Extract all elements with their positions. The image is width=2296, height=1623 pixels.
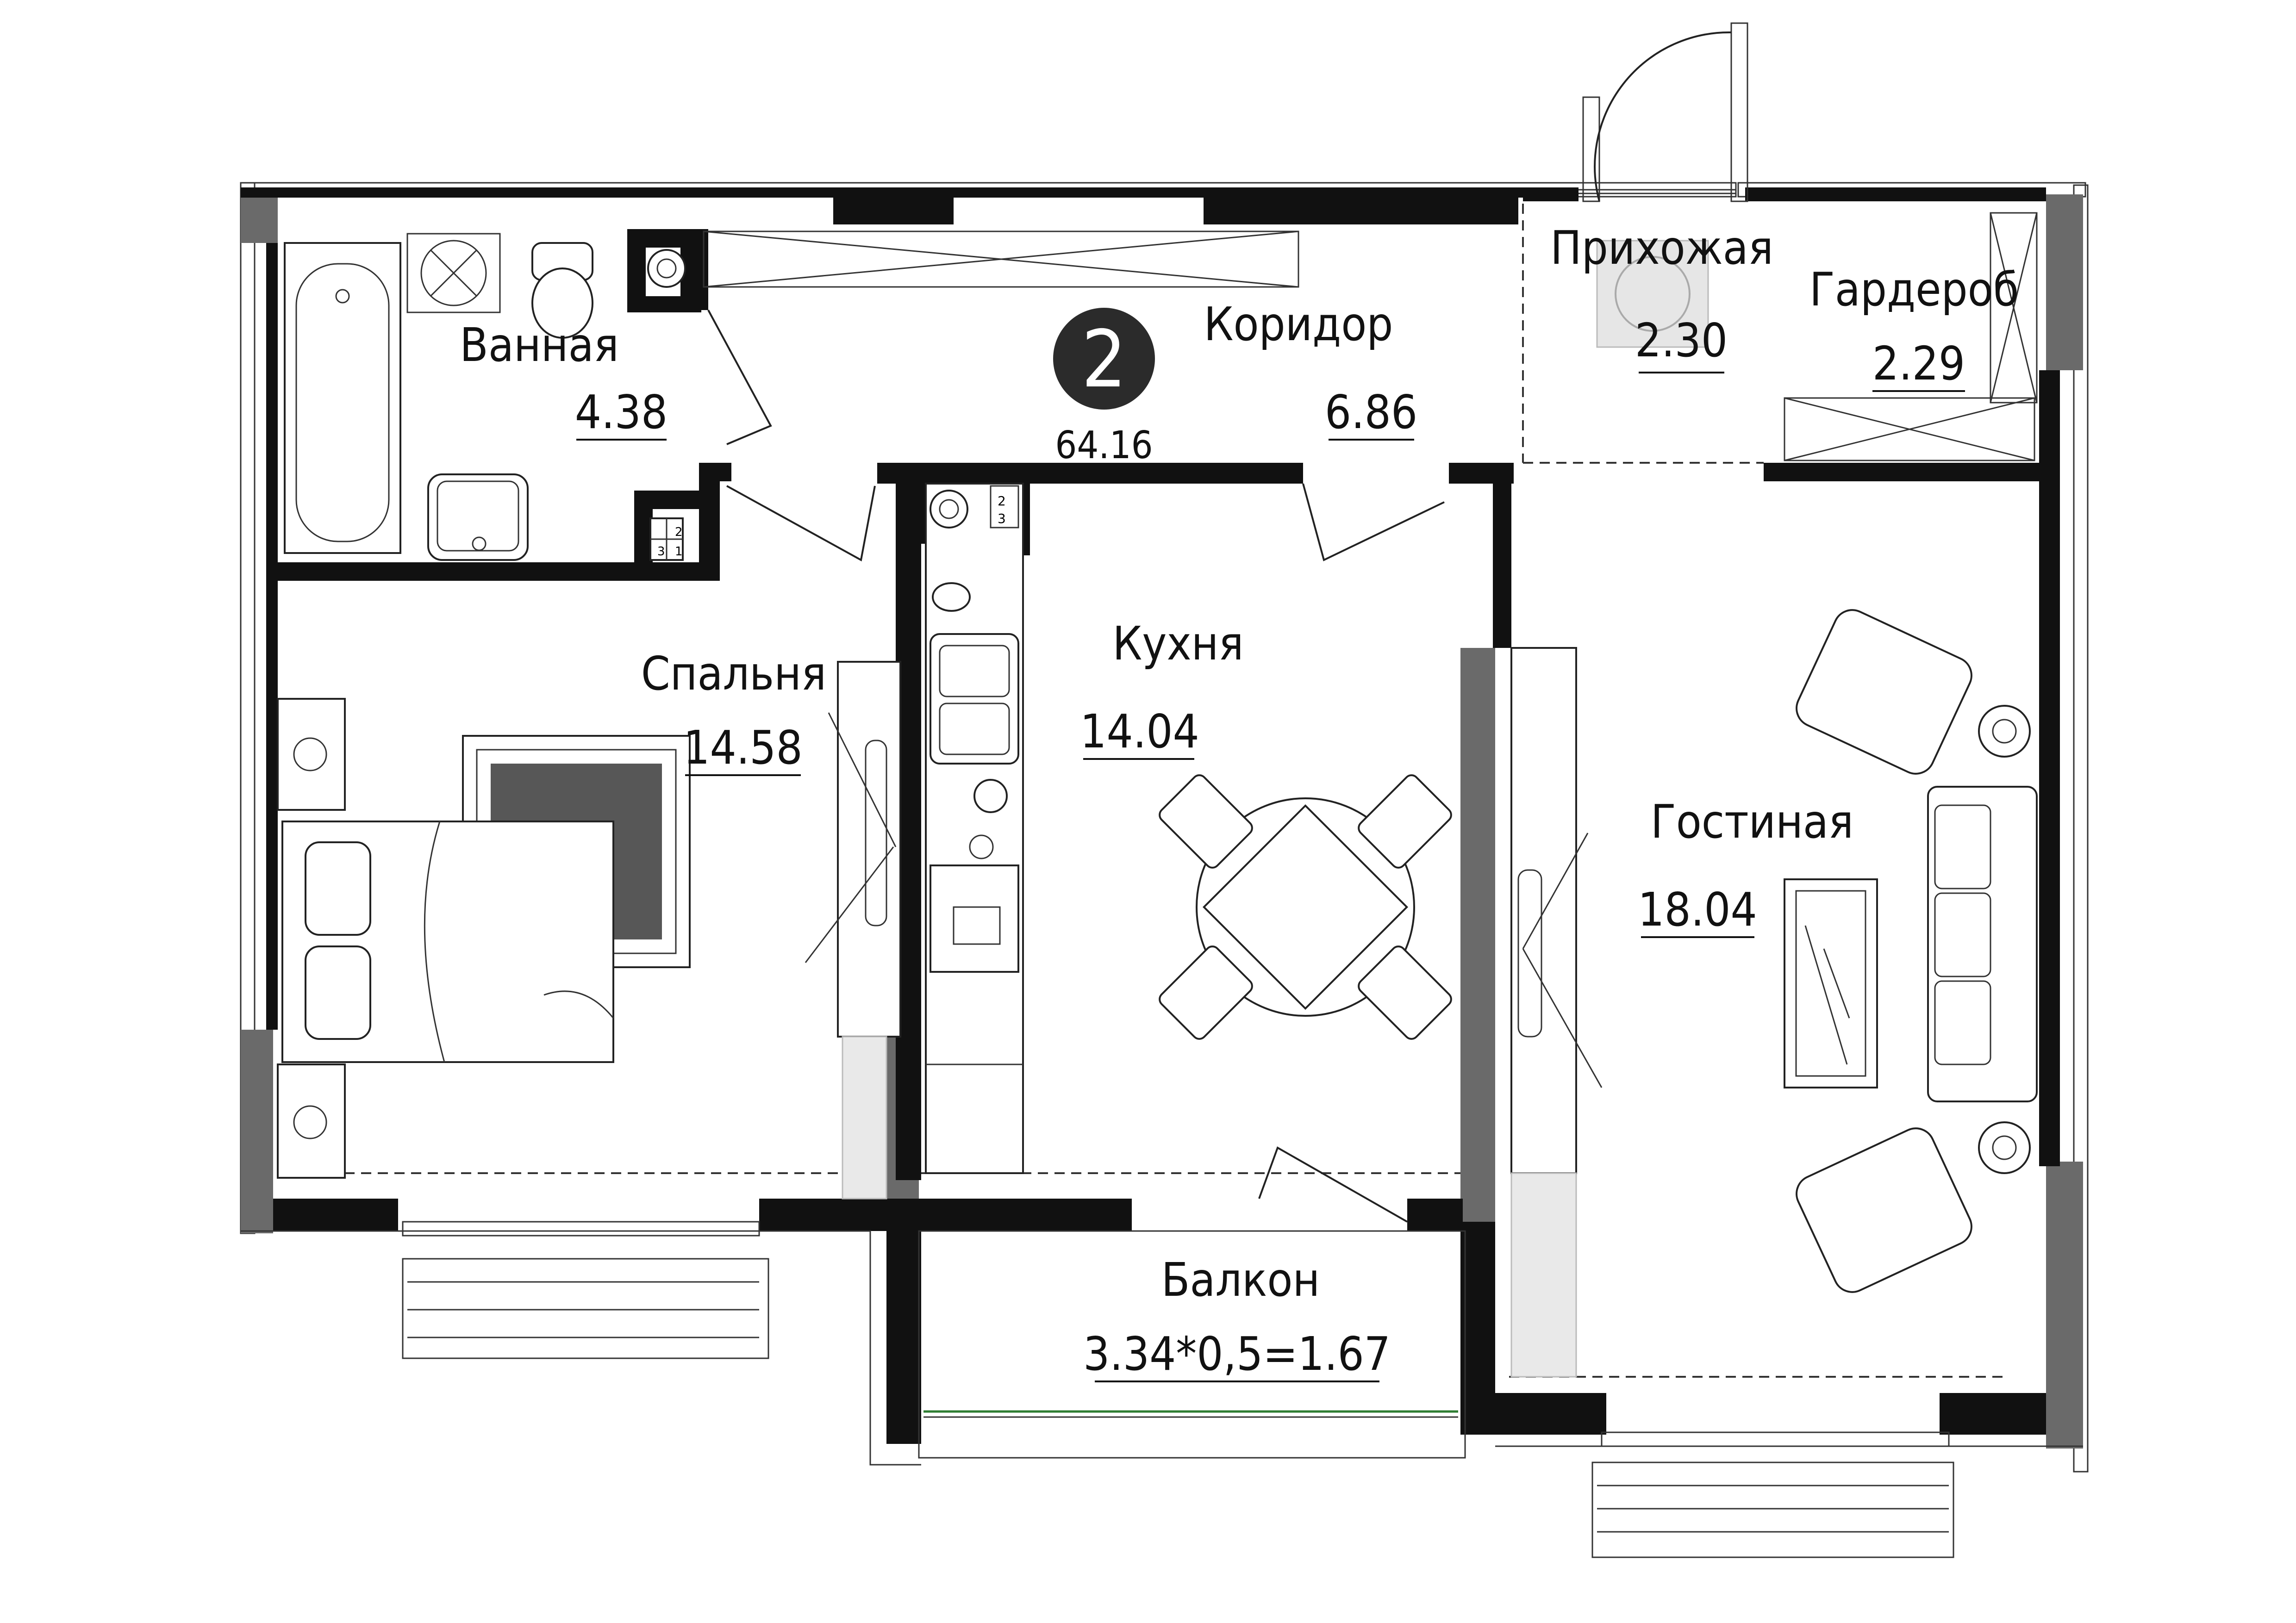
room-area-corridor: 6.86 bbox=[1325, 385, 1417, 439]
room-area-bathroom: 4.38 bbox=[575, 385, 668, 439]
walls bbox=[241, 187, 2060, 1444]
wardrobe-tv bbox=[837, 661, 901, 1038]
side-table bbox=[1978, 705, 2031, 758]
room-area-living: 18.04 bbox=[1638, 883, 1757, 937]
armchair bbox=[1796, 1127, 1972, 1293]
room-name-living: Гостиная bbox=[1651, 795, 1853, 849]
room-name-kitchen: Кухня bbox=[1112, 616, 1243, 671]
apartment-number: 2 bbox=[1081, 314, 1126, 405]
interior-doors bbox=[707, 310, 1445, 1223]
room-name-bathroom: Ванная bbox=[460, 318, 619, 372]
socket-label: 2 bbox=[998, 493, 1006, 509]
socket-label: 2 bbox=[675, 525, 683, 539]
apartment-badge: 2 64.16 bbox=[1053, 308, 1155, 467]
room-name-corridor: Коридор bbox=[1204, 297, 1393, 351]
living-furniture bbox=[1510, 609, 2038, 1378]
sofa bbox=[1927, 786, 2038, 1102]
balcony-structure bbox=[241, 1221, 2083, 1558]
dashed-lines bbox=[278, 204, 2009, 1378]
bathtub bbox=[284, 242, 401, 554]
drain-pipe bbox=[647, 249, 686, 288]
bedroom-furniture bbox=[277, 661, 901, 1200]
badge-circle bbox=[1053, 308, 1155, 410]
kitchen-sink bbox=[930, 633, 1019, 765]
washing-machine bbox=[406, 233, 501, 313]
hallway-rug bbox=[1596, 240, 1709, 348]
armchair bbox=[1796, 609, 1972, 775]
room-name-bedroom: Спальня bbox=[641, 647, 826, 701]
coffee-table bbox=[1784, 878, 1878, 1088]
room-area-kitchen: 14.04 bbox=[1080, 704, 1199, 759]
room-name-wardrobe: Гардероб bbox=[1809, 262, 2019, 317]
side-table bbox=[1978, 1121, 2031, 1174]
total-area: 64.16 bbox=[1055, 423, 1153, 467]
dining-table bbox=[1159, 774, 1452, 1040]
room-area-hallway: 2.30 bbox=[1635, 313, 1728, 367]
room-area-wardrobe: 2.29 bbox=[1872, 336, 1965, 391]
area-underlines bbox=[576, 372, 1965, 1382]
sink bbox=[427, 473, 529, 561]
bathroom-fixtures: 2 3 1 bbox=[284, 233, 686, 561]
nightstand bbox=[277, 698, 346, 811]
room-area-bedroom: 14.58 bbox=[683, 721, 802, 775]
room-labels: Ванная 4.38 Коридор 6.86 Прихожая 2.30 Г… bbox=[460, 221, 2019, 1381]
storage-boxes bbox=[703, 212, 2038, 461]
entrance-door bbox=[1582, 22, 1748, 202]
socket-label: 3 bbox=[657, 545, 665, 559]
room-name-hallway: Прихожая bbox=[1550, 221, 1773, 275]
nightstand bbox=[277, 1063, 346, 1179]
kitchen-fixtures: 2 3 bbox=[925, 483, 1024, 1174]
socket-label: 3 bbox=[998, 511, 1006, 526]
socket-label: 1 bbox=[675, 545, 683, 559]
room-area-balcony: 3.34*0,5=1.67 bbox=[1083, 1327, 1391, 1381]
room-name-balcony: Балкон bbox=[1161, 1253, 1320, 1307]
oven bbox=[930, 864, 1019, 973]
